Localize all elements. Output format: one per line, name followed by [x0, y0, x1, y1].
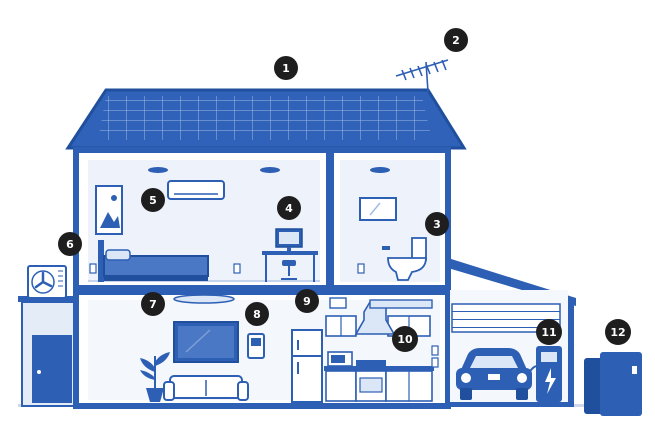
- ceiling-light: [173, 294, 235, 304]
- outdoor-ac-unit: [27, 265, 67, 299]
- callout-7: 7: [141, 292, 165, 316]
- svg-text:9: 9: [303, 295, 311, 308]
- svg-text:5: 5: [149, 194, 157, 207]
- sofa: [163, 375, 249, 401]
- ev-charger: [527, 346, 562, 402]
- callout-11: 11: [536, 319, 562, 345]
- svg-text:12: 12: [610, 326, 625, 339]
- tv-antenna: [395, 59, 449, 93]
- callout-3: 3: [425, 212, 449, 236]
- svg-text:3: 3: [433, 218, 441, 231]
- air-conditioner: [167, 180, 225, 200]
- computer-desk: [262, 228, 318, 282]
- callout-6: 6: [58, 232, 82, 256]
- smart-thermostat: [247, 333, 265, 359]
- svg-text:10: 10: [397, 333, 413, 346]
- bed: [98, 240, 209, 282]
- svg-text:1: 1: [282, 62, 290, 75]
- svg-text:2: 2: [452, 34, 460, 47]
- callout-9: 9: [295, 289, 319, 313]
- svg-text:7: 7: [149, 298, 157, 311]
- plant: [140, 352, 170, 402]
- callout-8: 8: [245, 302, 269, 326]
- roof: [65, 88, 467, 150]
- electric-car: [456, 348, 532, 400]
- callouts: 1 2 3 4 5 6 7 8 9 10 11 12: [58, 28, 631, 352]
- wall-picture: [95, 185, 123, 235]
- bathroom-mirror: [359, 197, 397, 221]
- callout-12: 12: [605, 319, 631, 345]
- callout-1: 1: [274, 56, 298, 80]
- svg-text:11: 11: [541, 326, 556, 339]
- callout-5: 5: [141, 188, 165, 212]
- side-annex: [18, 296, 81, 407]
- television: [173, 321, 239, 363]
- callout-4: 4: [277, 196, 301, 220]
- refrigerator: [291, 329, 323, 403]
- svg-text:8: 8: [253, 308, 261, 321]
- callout-2: 2: [444, 28, 468, 52]
- home-battery: [584, 352, 642, 416]
- solar-panels: [98, 96, 432, 140]
- toilet: [382, 237, 427, 281]
- svg-text:4: 4: [285, 202, 293, 215]
- callout-10: 10: [392, 326, 418, 352]
- svg-text:6: 6: [66, 238, 74, 251]
- kitchen: [291, 297, 439, 403]
- smart-panel: [329, 297, 347, 309]
